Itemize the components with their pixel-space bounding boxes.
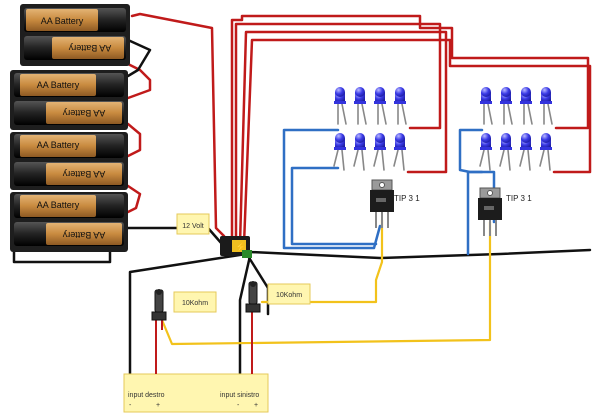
blue-led [394,133,406,150]
blue-led [354,87,366,104]
input-note: input destro input sinistro - + - + [123,373,269,413]
blue-led [374,87,386,104]
pot-right-label: 10Kohm [276,292,302,299]
battery-label: AA Battery [37,140,80,150]
blue-wires [282,128,496,256]
blue-led [334,87,346,104]
input-left-label: input sinistro [220,392,259,399]
potentiometer-right [245,281,261,313]
battery-pack-3: AA Battery AA Battery [10,132,128,190]
led-legs [333,103,553,171]
transistor-right [478,187,502,236]
blue-led [500,87,512,104]
blue-led [480,87,492,104]
battery-label: AA Battery [37,80,80,90]
blue-led [394,87,406,104]
input-wires [155,312,253,374]
transistor-left [370,179,394,228]
led-array [334,87,552,150]
red-wires [126,12,592,246]
input-right-label: input destro [128,392,165,399]
blue-led [480,133,492,150]
blue-led [540,87,552,104]
transistor-right-label: TIP 3 1 [506,194,532,203]
potentiometer-left [151,289,167,321]
voltage-label: 12 Volt [182,223,203,230]
input-left-minus: - [237,402,240,409]
blue-led [500,133,512,150]
battery-pack-1: AA Battery AA Battery [20,4,130,66]
pot-left-label: 10Kohm [182,300,208,307]
blue-led [354,133,366,150]
battery-label: AA Battery [37,200,80,210]
battery-label: AA Battery [62,169,105,179]
power-switch: ⚡ [220,236,252,258]
battery-pack-4: AA Battery AA Battery [10,192,128,252]
battery-label: AA Battery [68,43,111,53]
blue-led [374,133,386,150]
blue-led [334,133,346,150]
yellow-wires [160,218,492,346]
pot-left-note: 10Kohm [173,291,217,313]
input-right-minus: - [129,402,132,409]
battery-label: AA Battery [41,16,84,26]
input-left-plus: + [254,402,258,409]
wires [12,12,592,376]
blue-led [540,133,552,150]
transistor-left-label: TIP 3 1 [394,194,420,203]
battery-label: AA Battery [62,230,105,240]
pot-right-note: 10Kohm [267,283,311,305]
blue-led [520,87,532,104]
svg-text:⚡: ⚡ [235,241,246,253]
battery-pack-2: AA Battery AA Battery [10,70,128,130]
battery-label: AA Battery [62,108,105,118]
voltage-note: 12 Volt [176,213,210,235]
blue-led [520,133,532,150]
input-right-plus: + [156,402,160,409]
